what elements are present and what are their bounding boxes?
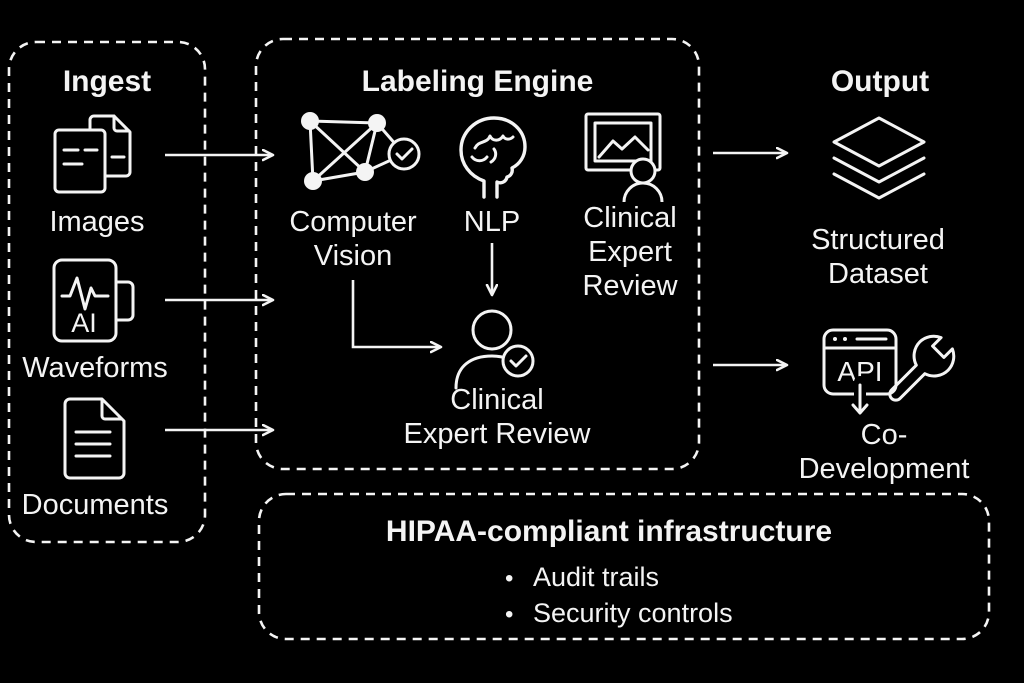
waveform-ai-icon: AI — [50, 257, 142, 345]
structured-dataset-label: Structured Dataset — [811, 224, 945, 290]
layers-icon — [830, 116, 928, 206]
person-check-icon — [448, 306, 544, 390]
hipaa-bullet-audit: • Audit trails — [505, 560, 905, 596]
api-wrench-icon: API — [820, 324, 962, 420]
bullet-dot: • — [505, 601, 514, 628]
images-label: Images — [49, 206, 145, 238]
hipaa-box — [257, 492, 991, 641]
documents-label: Documents — [21, 489, 169, 521]
document-icon — [60, 396, 130, 482]
labeling-engine-title: Labeling Engine — [361, 65, 594, 98]
clinical-expert-review-top-label: Clinical Expert Review — [582, 202, 678, 302]
brain-icon — [450, 107, 534, 199]
ingest-box — [7, 40, 207, 544]
hipaa-bullet-list: • Audit trails • Security controls — [505, 560, 905, 632]
nlp-label: NLP — [463, 206, 521, 238]
clinical-expert-review-bottom-label: Clinical Expert Review — [403, 384, 591, 450]
hipaa-title: HIPAA-compliant infrastructure — [385, 515, 833, 548]
hipaa-bullet-security: • Security controls — [505, 596, 905, 632]
network-check-icon — [288, 108, 423, 200]
computer-vision-label: Computer Vision — [289, 206, 417, 272]
co-development-label: Co-Development — [798, 419, 970, 485]
labeling-engine-box — [254, 37, 701, 471]
image-person-icon — [582, 110, 674, 202]
arrow-cv-to-review — [351, 280, 440, 347]
svg-text:AI: AI — [71, 308, 97, 338]
waveforms-label: Waveforms — [22, 352, 168, 384]
images-icon — [52, 113, 144, 197]
ingest-title: Ingest — [62, 65, 152, 98]
output-title: Output — [830, 65, 930, 98]
bullet-dot: • — [505, 565, 514, 592]
